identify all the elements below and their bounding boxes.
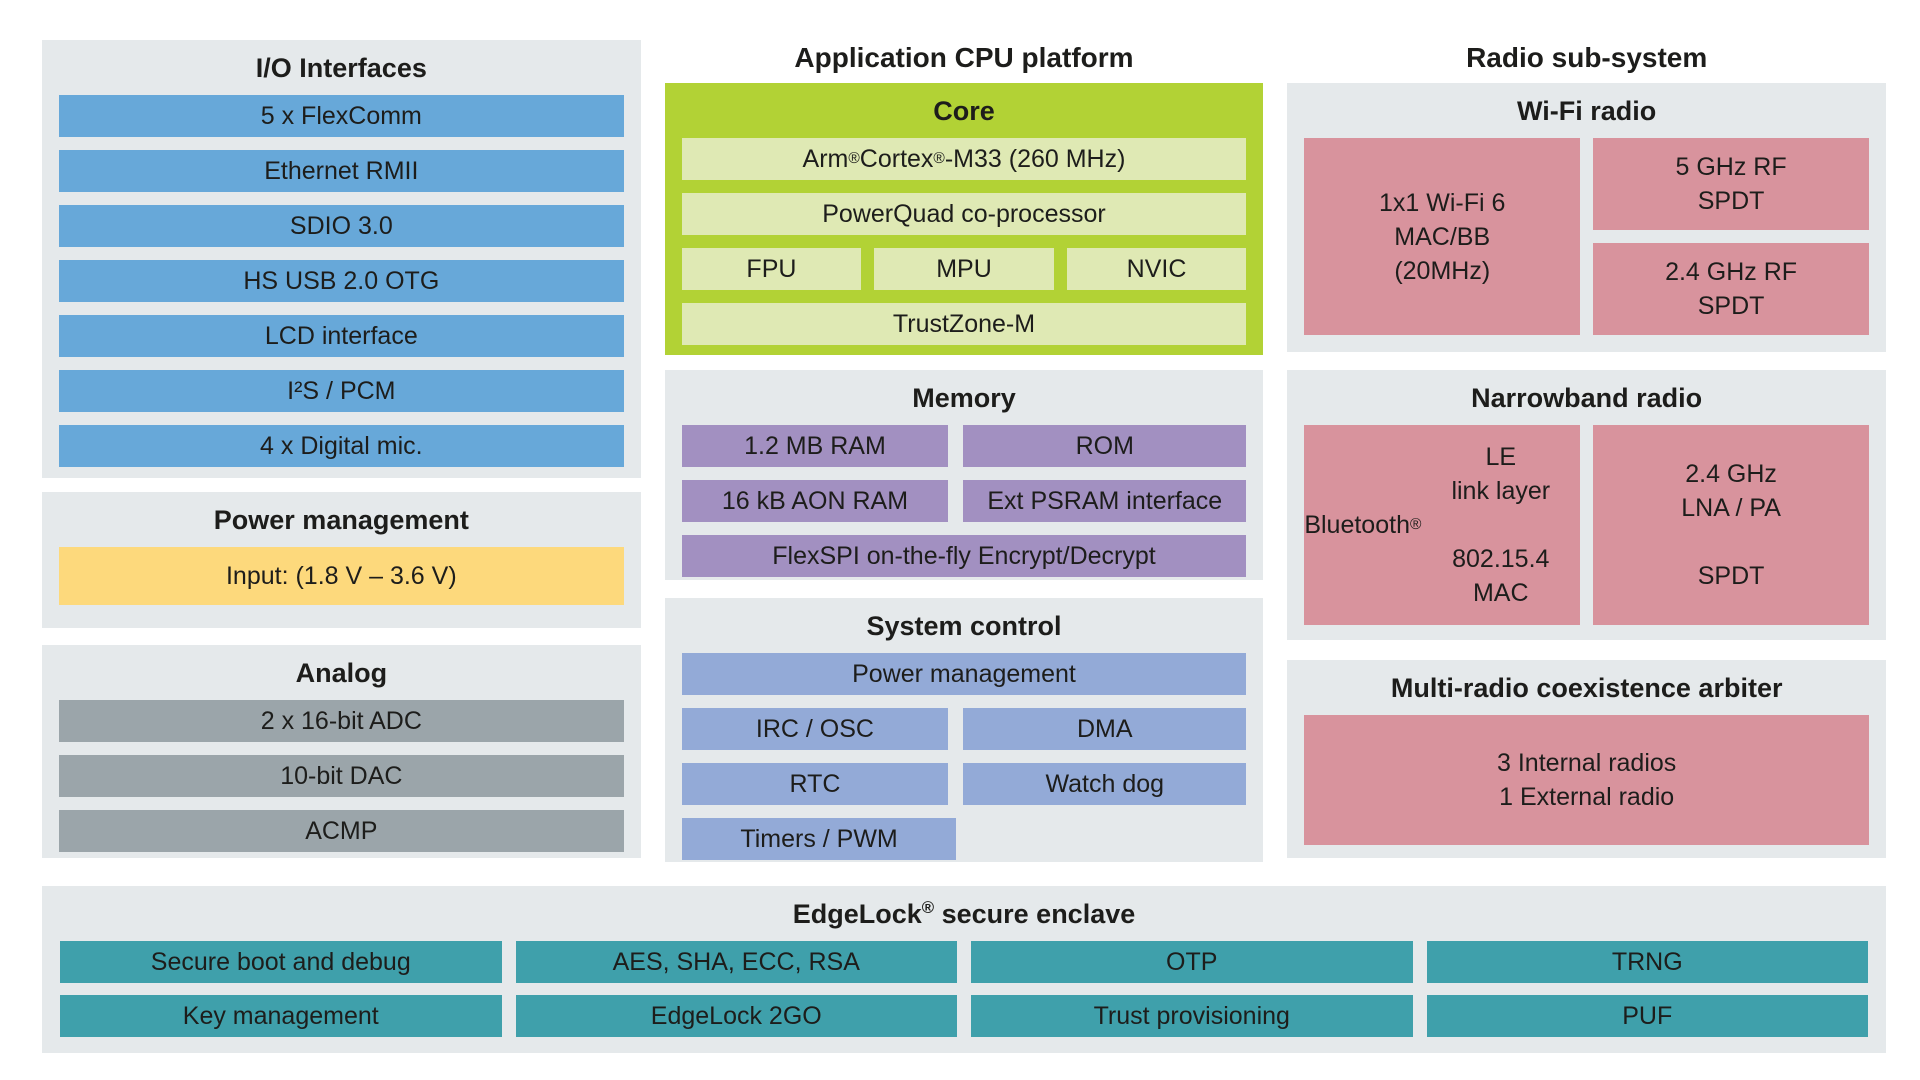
edgelock-feature-bar: Trust provisioning xyxy=(971,995,1413,1037)
wifi-radio-title: Wi-Fi radio xyxy=(1517,96,1657,126)
wifi-radio-blocks: 1x1 Wi-Fi 6 MAC/BB (20MHz) 5 GHz RF SPDT… xyxy=(1287,138,1886,335)
trustzone-block: TrustZone-M xyxy=(681,303,1247,345)
irc-osc-block: IRC / OSC xyxy=(681,708,949,750)
power-management-title: Power management xyxy=(213,505,469,535)
coex-arbiter-panel: Multi-radio coexistence arbiter 3 Intern… xyxy=(1287,660,1886,858)
sys-power-management-block: Power management xyxy=(681,653,1247,695)
system-control-title: System control xyxy=(866,611,1062,641)
edgelock-feature-bar: TRNG xyxy=(1426,941,1868,983)
coex-radios-block: 3 Internal radios 1 External radio xyxy=(1304,715,1869,845)
core-bars: Arm® Cortex®-M33 (260 MHz) PowerQuad co-… xyxy=(665,138,1264,345)
edgelock-feature-bar: AES, SHA, ECC, RSA xyxy=(515,941,957,983)
rf-5ghz-spdt-block: 5 GHz RF SPDT xyxy=(1593,138,1869,230)
memory-row-1: 1.2 MB RAM ROM xyxy=(681,425,1247,467)
lna-pa-spdt-block: 2.4 GHz LNA / PA SPDT xyxy=(1593,425,1869,625)
io-interface-bar: I²S / PCM xyxy=(59,370,624,412)
center-column: Application CPU platform Core Arm® Corte… xyxy=(664,40,1264,862)
memory-bars: 1.2 MB RAM ROM 16 kB AON RAM Ext PSRAM i… xyxy=(665,425,1264,577)
edgelock-title: EdgeLock® secure enclave xyxy=(792,898,1136,929)
analog-bar: 10-bit DAC xyxy=(59,755,624,797)
memory-title: Memory xyxy=(912,383,1016,413)
rf-24ghz-spdt-block: 2.4 GHz RF SPDT xyxy=(1593,243,1869,335)
system-control-row-1: IRC / OSC DMA xyxy=(681,708,1247,750)
edgelock-bars: Secure boot and debug AES, SHA, ECC, RSA O… xyxy=(42,941,1886,1037)
core-panel: Core Arm® Cortex®-M33 (260 MHz) PowerQua… xyxy=(664,83,1264,355)
io-interfaces-title: I/O Interfaces xyxy=(255,53,427,83)
io-interface-bar: Ethernet RMII xyxy=(59,150,624,192)
dma-block: DMA xyxy=(963,708,1247,750)
app-cpu-platform-title: Application CPU platform xyxy=(794,42,1134,73)
io-interface-bar: SDIO 3.0 xyxy=(59,205,624,247)
narrowband-radio-blocks: Bluetooth® LE link layer 802.15.4 MAC 2.… xyxy=(1287,425,1886,625)
bluetooth-le-block: Bluetooth® LE link layer 802.15.4 MAC xyxy=(1304,425,1581,625)
rom-block: ROM xyxy=(963,425,1247,467)
memory-panel: Memory 1.2 MB RAM ROM 16 kB AON RAM Ext … xyxy=(664,370,1264,580)
edgelock-feature-bar: OTP xyxy=(971,941,1413,983)
watchdog-block: Watch dog xyxy=(963,763,1247,805)
fpu-block: FPU xyxy=(681,248,862,290)
ram-block: 1.2 MB RAM xyxy=(681,425,949,467)
power-input-bar: Input: (1.8 V – 3.6 V) xyxy=(59,547,624,605)
power-management-bars: Input: (1.8 V – 3.6 V) xyxy=(42,547,641,605)
edgelock-feature-bar: Key management xyxy=(60,995,502,1037)
ext-psram-block: Ext PSRAM interface xyxy=(963,480,1247,522)
coex-arbiter-blocks: 3 Internal radios 1 External radio xyxy=(1287,715,1886,845)
system-control-panel: System control Power management IRC / OS… xyxy=(664,598,1264,862)
io-interface-bar: 4 x Digital mic. xyxy=(59,425,624,467)
core-units-row: FPU MPU NVIC xyxy=(681,248,1247,290)
aon-ram-block: 16 kB AON RAM xyxy=(681,480,949,522)
edgelock-feature-bar: Secure boot and debug xyxy=(60,941,502,983)
coex-arbiter-title: Multi-radio coexistence arbiter xyxy=(1390,673,1783,703)
io-interface-bar: HS USB 2.0 OTG xyxy=(59,260,624,302)
io-interface-bar: LCD interface xyxy=(59,315,624,357)
powerquad-block: PowerQuad co-processor xyxy=(681,193,1247,235)
narrowband-radio-title: Narrowband radio xyxy=(1471,383,1703,413)
edgelock-panel: EdgeLock® secure enclave Secure boot and… xyxy=(42,886,1886,1053)
cortex-m33-block: Arm® Cortex®-M33 (260 MHz) xyxy=(681,138,1247,180)
radio-subsystem-title: Radio sub-system xyxy=(1466,42,1708,73)
core-title: Core xyxy=(933,96,995,126)
edgelock-feature-bar: EdgeLock 2GO xyxy=(515,995,957,1037)
flexspi-block: FlexSPI on-the-fly Encrypt/Decrypt xyxy=(681,535,1247,577)
system-control-bars: Power management IRC / OSC DMA RTC Watch… xyxy=(665,653,1264,860)
rtc-block: RTC xyxy=(681,763,949,805)
timers-pwm-block: Timers / PWM xyxy=(681,818,957,860)
system-control-row-2: RTC Watch dog xyxy=(681,763,1247,805)
wifi-mac-bb-block: 1x1 Wi-Fi 6 MAC/BB (20MHz) xyxy=(1304,138,1581,335)
nvic-block: NVIC xyxy=(1066,248,1247,290)
analog-bar: 2 x 16-bit ADC xyxy=(59,700,624,742)
analog-title: Analog xyxy=(295,658,388,688)
mpu-block: MPU xyxy=(874,248,1054,290)
right-column: Radio sub-system Wi-Fi radio 1x1 Wi-Fi 6… xyxy=(1287,40,1886,862)
wifi-radio-panel: Wi-Fi radio 1x1 Wi-Fi 6 MAC/BB (20MHz) 5… xyxy=(1287,83,1886,352)
memory-row-2: 16 kB AON RAM Ext PSRAM interface xyxy=(681,480,1247,522)
io-interface-bar: 5 x FlexComm xyxy=(59,95,624,137)
analog-panel: Analog 2 x 16-bit ADC 10-bit DAC ACMP xyxy=(42,645,641,858)
analog-bar: ACMP xyxy=(59,810,624,852)
power-management-panel: Power management Input: (1.8 V – 3.6 V) xyxy=(42,492,641,628)
narrowband-radio-panel: Narrowband radio Bluetooth® LE link laye… xyxy=(1287,370,1886,640)
edgelock-feature-bar: PUF xyxy=(1426,995,1868,1037)
analog-bars: 2 x 16-bit ADC 10-bit DAC ACMP xyxy=(42,700,641,852)
